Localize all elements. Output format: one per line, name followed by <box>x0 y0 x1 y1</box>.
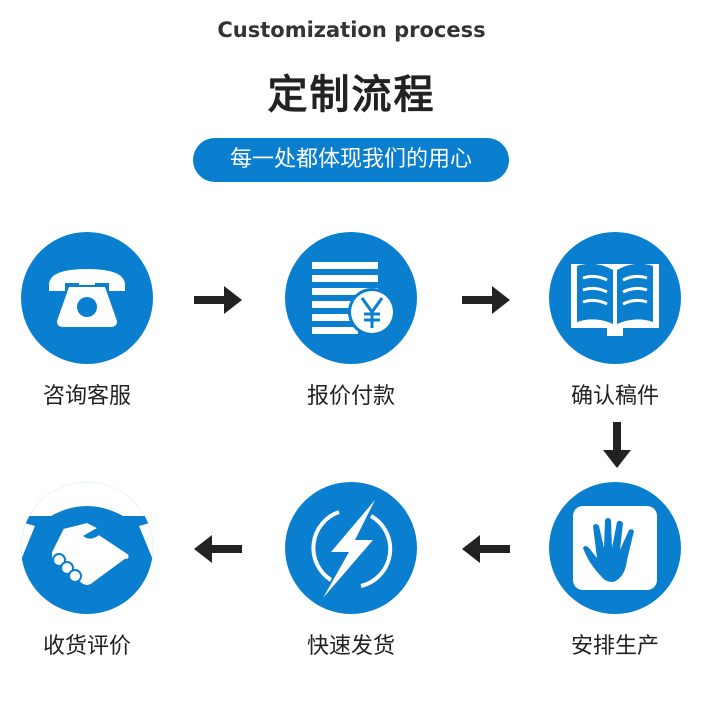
step-fast-shipping: 快速发货 <box>281 482 421 660</box>
step-quote-pay: 报价付款 <box>281 232 421 410</box>
handshake-icon <box>21 482 153 587</box>
arrow-right-icon <box>194 286 242 314</box>
page-title: 定制流程 <box>267 72 436 118</box>
subtitle-en: Customization process <box>217 18 486 42</box>
arrow-left-icon <box>462 535 510 563</box>
invoice-yen-icon <box>312 262 396 336</box>
step-consult: 咨询客服 <box>17 232 157 410</box>
telephone-icon <box>49 269 125 327</box>
step-production: 安排生产 <box>545 482 685 660</box>
hand-icon <box>573 506 657 590</box>
step-label: 报价付款 <box>306 384 395 409</box>
lightning-icon <box>311 500 393 598</box>
open-book-icon <box>571 263 659 336</box>
step-label: 安排生产 <box>570 634 659 659</box>
step-confirm-draft: 确认稿件 <box>545 232 685 410</box>
step-label: 收货评价 <box>42 634 131 659</box>
step-label: 咨询客服 <box>42 384 131 409</box>
tagline-badge: 每一处都体现我们的用心 <box>193 138 509 182</box>
arrow-down-icon <box>603 422 631 468</box>
step-label: 确认稿件 <box>570 384 659 409</box>
step-label: 快速发货 <box>306 634 395 659</box>
step-review: 收货评价 <box>17 482 157 660</box>
arrow-left-icon <box>194 535 242 563</box>
arrow-right-icon <box>462 286 510 314</box>
